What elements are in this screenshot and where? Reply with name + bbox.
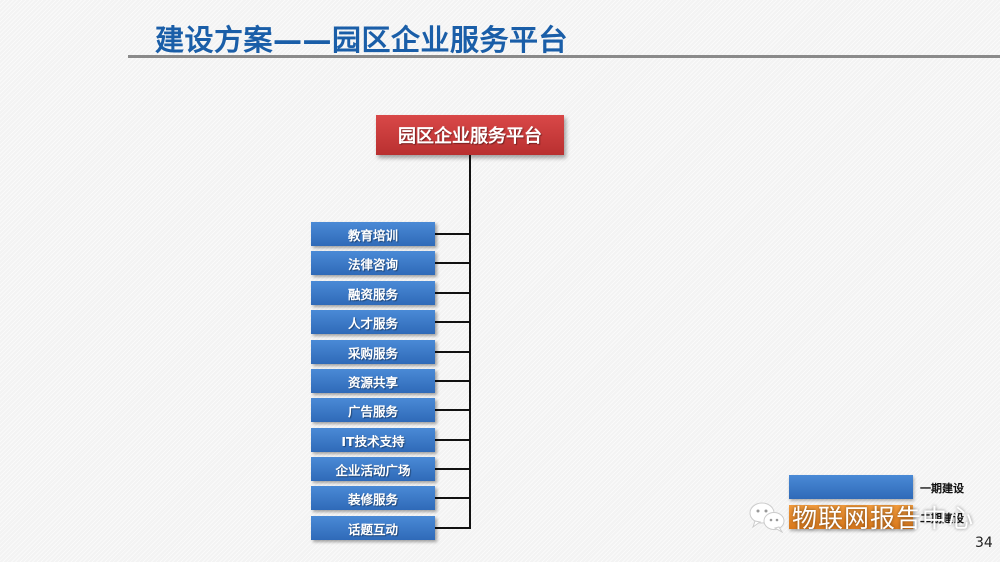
legend-label-phase-1: 一期建设 [920, 482, 964, 495]
connector-branch [435, 468, 470, 470]
title-divider [128, 55, 1000, 58]
child-node-label: 广告服务 [347, 403, 398, 419]
slide-title: 建设方案——园区企业服务平台 [155, 23, 569, 57]
child-node-resource-sharing: 资源共享 [311, 369, 435, 393]
connector-branch [435, 292, 470, 294]
legend-swatch-phase-2 [789, 505, 913, 529]
connector-branch [435, 439, 470, 441]
child-node-label: 教育培训 [347, 227, 398, 243]
child-node-decoration-services: 装修服务 [311, 486, 435, 510]
connector-branch [435, 380, 470, 382]
child-node-procurement-services: 采购服务 [311, 340, 435, 364]
child-node-label: 人才服务 [347, 315, 398, 331]
child-node-label: 企业活动广场 [335, 462, 411, 478]
connector-branch [435, 321, 470, 323]
child-node-label: 融资服务 [347, 286, 398, 302]
root-node: 园区企业服务平台 [376, 115, 564, 155]
child-node-financing-services: 融资服务 [311, 281, 435, 305]
connector-branch [435, 233, 470, 235]
watermark: 物联网报告中心 [748, 500, 974, 534]
child-node-label: 法律咨询 [347, 256, 398, 272]
child-node-label: IT技术支持 [341, 433, 405, 449]
child-node-topic-interaction: 话题互动 [311, 516, 435, 540]
legend-label-phase-2: 二期建设 [920, 512, 964, 525]
child-node-it-support: IT技术支持 [311, 428, 435, 452]
child-node-talent-services: 人才服务 [311, 310, 435, 334]
child-node-legal-consulting: 法律咨询 [311, 251, 435, 275]
watermark-text: 物联网报告中心 [792, 504, 975, 533]
child-node-label: 采购服务 [347, 345, 398, 361]
child-node-education-training: 教育培训 [311, 222, 435, 246]
root-node-label: 园区企业服务平台 [398, 126, 542, 147]
connector-branch [435, 351, 470, 353]
connector-branch [435, 527, 470, 529]
connector-branch [435, 409, 470, 411]
wechat-icon [749, 502, 785, 534]
child-node-label: 资源共享 [347, 374, 398, 390]
child-node-advertising-services: 广告服务 [311, 398, 435, 422]
legend-swatch-phase-1 [789, 475, 913, 499]
child-node-enterprise-activity-plaza: 企业活动广场 [311, 457, 435, 481]
connector-branch [435, 497, 470, 499]
child-node-label: 话题互动 [347, 521, 398, 537]
child-node-label: 装修服务 [347, 491, 398, 507]
page-number: 34 [975, 535, 993, 551]
connector-trunk [469, 155, 471, 529]
connector-branch [435, 262, 470, 264]
